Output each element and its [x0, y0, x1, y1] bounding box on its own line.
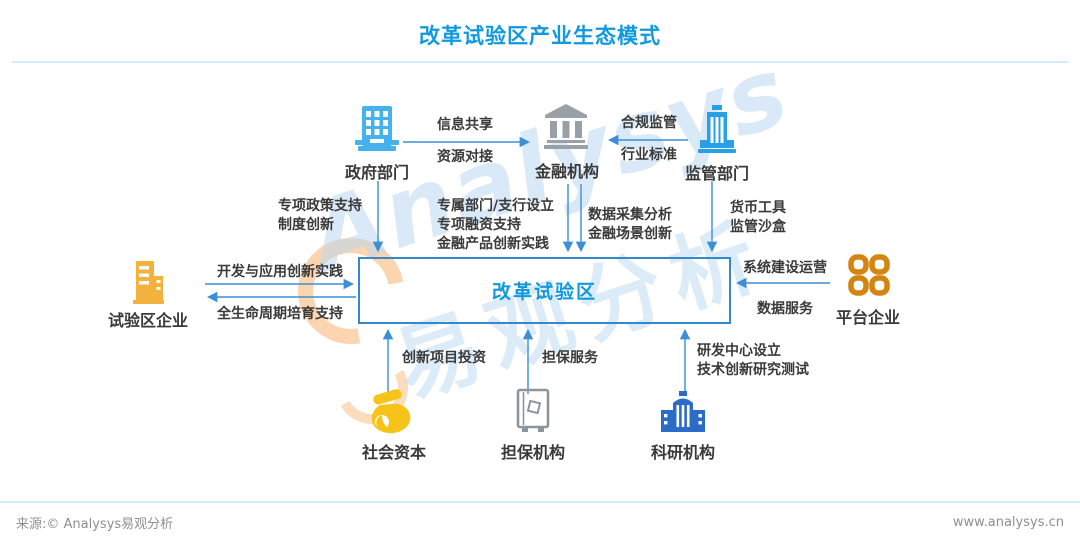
enterprise-building-icon — [133, 261, 164, 304]
edge-label-policy-support: 专项政策支持 制度创新 — [278, 198, 362, 233]
edge-label-lifecycle-support: 全生命周期培育支持 — [217, 306, 343, 322]
safe-vault-icon — [516, 388, 550, 432]
edge-label-industry-standard: 行业标准 — [621, 147, 677, 163]
edge-label-system-ops: 系统建设运营 — [743, 260, 827, 276]
title-divider — [12, 61, 1068, 63]
edge-label-data-analysis: 数据采集分析 金融场景创新 — [588, 207, 672, 242]
edge-label-dev-practice: 开发与应用创新实践 — [217, 264, 343, 280]
source-text: 来源:© Analysys易观分析 — [16, 517, 174, 532]
node-label-regulator: 监管部门 — [684, 164, 749, 183]
bank-icon — [544, 104, 588, 149]
edge-label-info-share: 信息共享 — [437, 117, 493, 133]
node-label-platform: 平台企业 — [835, 308, 900, 327]
edge-label-resource-connect: 资源对接 — [437, 149, 493, 165]
edge-label-rd-center: 研发中心设立 技术创新研究测试 — [697, 343, 809, 378]
platform-rings-icon — [848, 254, 890, 296]
edge-label-innovation-invest: 创新项目投资 — [402, 350, 486, 366]
regulator-building-icon — [698, 105, 736, 153]
node-label-pilot-enterprise: 试验区企业 — [107, 311, 188, 330]
money-bag-icon — [371, 389, 411, 434]
reform-zone-label: 改革试验区 — [491, 281, 597, 303]
edge-label-finance-support: 专属部门/支行设立 专项融资支持 金融产品创新实践 — [437, 198, 555, 252]
edge-label-data-service: 数据服务 — [757, 301, 813, 317]
research-institute-icon — [661, 391, 705, 432]
node-label-research: 科研机构 — [650, 443, 715, 462]
government-building-icon — [355, 106, 399, 151]
page-title: 改革试验区产业生态模式 — [419, 24, 661, 48]
node-label-government: 政府部门 — [344, 163, 409, 182]
node-label-social-capital: 社会资本 — [361, 443, 426, 462]
edge-label-compliance: 合规监管 — [621, 115, 677, 131]
website-url: www.analysys.cn — [952, 515, 1064, 530]
edge-label-guarantee-service: 担保服务 — [542, 350, 598, 366]
node-label-finance: 金融机构 — [534, 162, 599, 181]
node-label-guarantee: 担保机构 — [500, 443, 565, 462]
reform-zone-box: 改革试验区 — [358, 257, 731, 324]
edge-label-currency-tools: 货币工具 监管沙盒 — [730, 200, 786, 235]
footer-divider — [0, 501, 1080, 503]
